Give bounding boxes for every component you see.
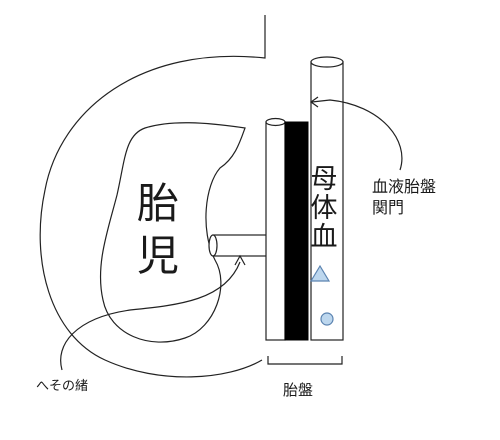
maternal-blood-label: 母 体 血 bbox=[307, 165, 341, 252]
cord-arrow-head bbox=[234, 254, 246, 266]
fetal-vessel-top bbox=[265, 117, 286, 127]
outer-loop-line bbox=[39, 15, 266, 378]
umbilical-cord-end bbox=[208, 234, 218, 257]
maternal-blood-char-1: 母 bbox=[310, 164, 338, 195]
maternal-blood-char-3: 血 bbox=[310, 222, 338, 253]
barrier-label-line-2: 関門 bbox=[372, 198, 405, 217]
placental-barrier-bar bbox=[284, 121, 309, 341]
placenta-bracket bbox=[267, 356, 343, 365]
fetus-label-char-1: 胎 bbox=[136, 179, 179, 228]
fetal-vessel-tube bbox=[265, 121, 286, 341]
maternal-vessel-top bbox=[310, 56, 344, 68]
barrier-arrow-head bbox=[309, 96, 319, 108]
barrier-label-line-1: 血液胎盤 bbox=[372, 177, 437, 196]
maternal-blood-char-2: 体 bbox=[310, 193, 338, 224]
maternal-vessel-tube bbox=[310, 61, 344, 341]
maternal-triangle-marker bbox=[309, 264, 331, 282]
blood-placental-barrier-label: 血液胎盤 関門 bbox=[372, 176, 436, 218]
fetus-outline bbox=[99, 122, 246, 343]
cord-arrow-line bbox=[60, 261, 241, 371]
umbilical-cord-label: へその緒 bbox=[36, 379, 89, 394]
umbilical-cord-pipe bbox=[212, 234, 268, 257]
fetus-label-char-2: 児 bbox=[136, 231, 179, 280]
barrier-arrow-line bbox=[311, 99, 403, 171]
fetus-label: 胎 児 bbox=[130, 178, 186, 282]
placenta-label: 胎盤 bbox=[283, 381, 314, 399]
maternal-circle-marker bbox=[320, 312, 334, 326]
